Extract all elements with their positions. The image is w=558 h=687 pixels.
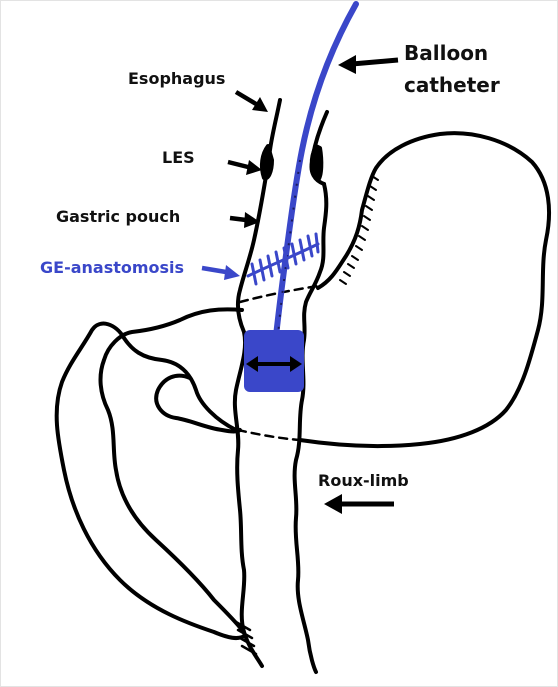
label-balloon-catheter-2: catheter — [404, 73, 500, 97]
arrow-balloon-catheter — [338, 55, 398, 74]
pouch-roux-right-wall — [295, 184, 327, 672]
label-esophagus: Esophagus — [128, 69, 225, 88]
label-roux-limb: Roux-limb — [318, 471, 409, 490]
arrow-esophagus — [236, 92, 268, 112]
biliopancreatic-limb — [57, 324, 244, 639]
label-ge-anastomosis: GE-anastomosis — [40, 258, 184, 277]
label-les: LES — [162, 148, 195, 167]
les-right — [312, 146, 322, 180]
label-gastric-pouch: Gastric pouch — [56, 207, 180, 226]
arrow-les — [228, 160, 262, 175]
pouch-roux-left-wall — [235, 176, 266, 666]
transection-line-lower — [238, 430, 300, 440]
label-balloon-catheter-1: Balloon — [404, 41, 488, 65]
arrow-ge-anastomosis — [202, 265, 240, 280]
remnant-stomach — [300, 133, 549, 446]
les-left — [262, 146, 272, 178]
arrow-roux-limb — [324, 494, 394, 514]
